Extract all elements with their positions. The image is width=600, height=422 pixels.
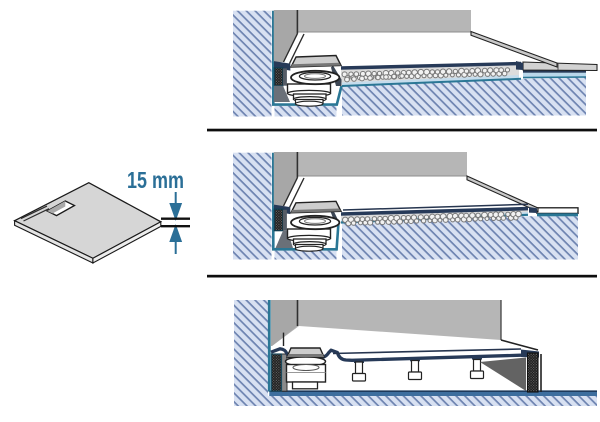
svg-text:15 mm: 15 mm xyxy=(127,167,184,193)
